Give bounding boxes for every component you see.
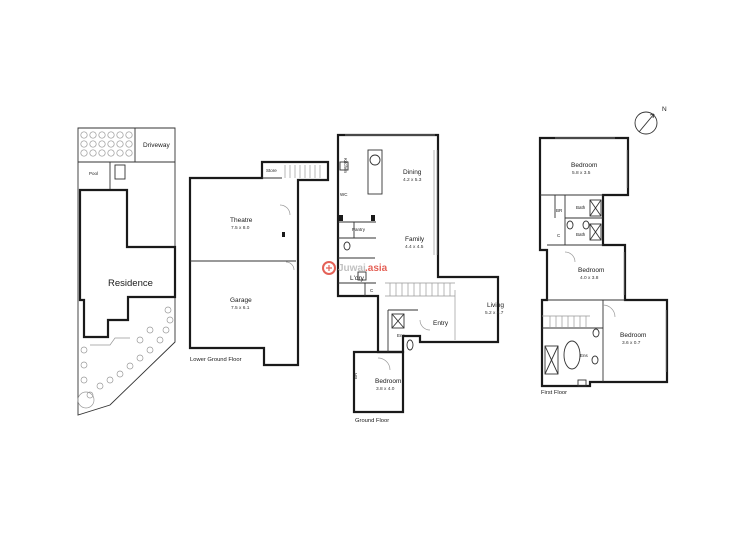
first-bedroom2-size: 4.0 x 3.8 [580,275,599,281]
north-label: N [662,106,667,113]
first-floor-plan: Bedroom 5.8 x 3.5 BR Bath C Bath Bedroom… [538,136,669,396]
bath1-label: Bath [576,205,586,210]
store-label: Store [266,168,277,173]
lower-ground-floor-plan: Store Theatre 7.5 x 8.0 Garage 7.5 x 6.1… [188,160,330,367]
ground-stair [385,282,455,297]
theatre-label: Theatre [230,217,253,224]
ground-glazing [345,134,456,340]
first-floor-stair [542,137,667,372]
site-trees [77,131,174,409]
first-robe-label: BR [556,208,563,213]
dining-size: 4.2 x 5.3 [403,177,422,183]
driveway-label: Driveway [143,142,170,149]
dining-label: Dining [403,169,422,176]
first-cupboard-label: C [557,233,561,238]
north-compass-icon: N [634,106,667,135]
laundry-label: L'dry [350,275,365,282]
site-boundary [77,127,176,416]
watermark-brand-b: .asia [365,263,388,274]
kitchen-label: Kitchen [343,158,348,174]
watermark-logo: Juwai .asia [322,261,388,275]
entry-label: Entry [433,320,449,327]
first-bedroom3-size: 3.6 x 0.7 [622,340,641,346]
family-size: 4.4 x 4.5 [405,244,424,250]
ground-bedroom-label: Bedroom [375,378,401,385]
first-bedroom3-label: Bedroom [620,332,646,339]
ground-outline [336,133,500,354]
ground-robe-label: BR [353,372,358,379]
wc-label: WC [340,192,348,197]
residence-label: Residence [108,278,153,289]
first-ensuite-label: Ens [580,353,589,358]
living-size: 5.2 x 4.7 [485,310,504,316]
bath2-label: Bath [576,232,586,237]
ground-floor-plan: Kitchen WC Pantry Dining 4.2 x 5.3 Famil… [336,133,504,424]
ground-floor-label: Ground Floor [355,418,389,424]
ground-ensuite-label: Ens [397,333,406,338]
first-bedroom2-label: Bedroom [578,267,604,274]
pool-label: Pool [89,171,98,176]
residence-footprint [78,188,177,339]
family-label: Family [405,236,425,243]
watermark-brand-a: Juwai [338,263,366,274]
living-label: Living [487,302,504,309]
first-floor-label: First Floor [541,390,567,396]
first-bedroom1-size: 5.8 x 3.5 [572,170,591,176]
pantry-label: Pantry [352,227,366,232]
first-bedroom1-label: Bedroom [571,162,597,169]
lower-ground-stair [284,165,321,178]
garage-label: Garage [230,297,252,304]
first-floor-outline [538,136,669,388]
ground-cupboard-label: C [370,288,374,293]
ground-bedroom-size: 3.8 x 4.0 [376,386,395,392]
lower-ground-floor-label: Lower Ground Floor [190,357,242,363]
garage-size: 7.5 x 6.1 [231,305,250,311]
theatre-size: 7.5 x 8.0 [231,225,250,231]
lower-ground-outline [188,160,330,367]
site-plan: Driveway Pool Residence [77,127,177,416]
